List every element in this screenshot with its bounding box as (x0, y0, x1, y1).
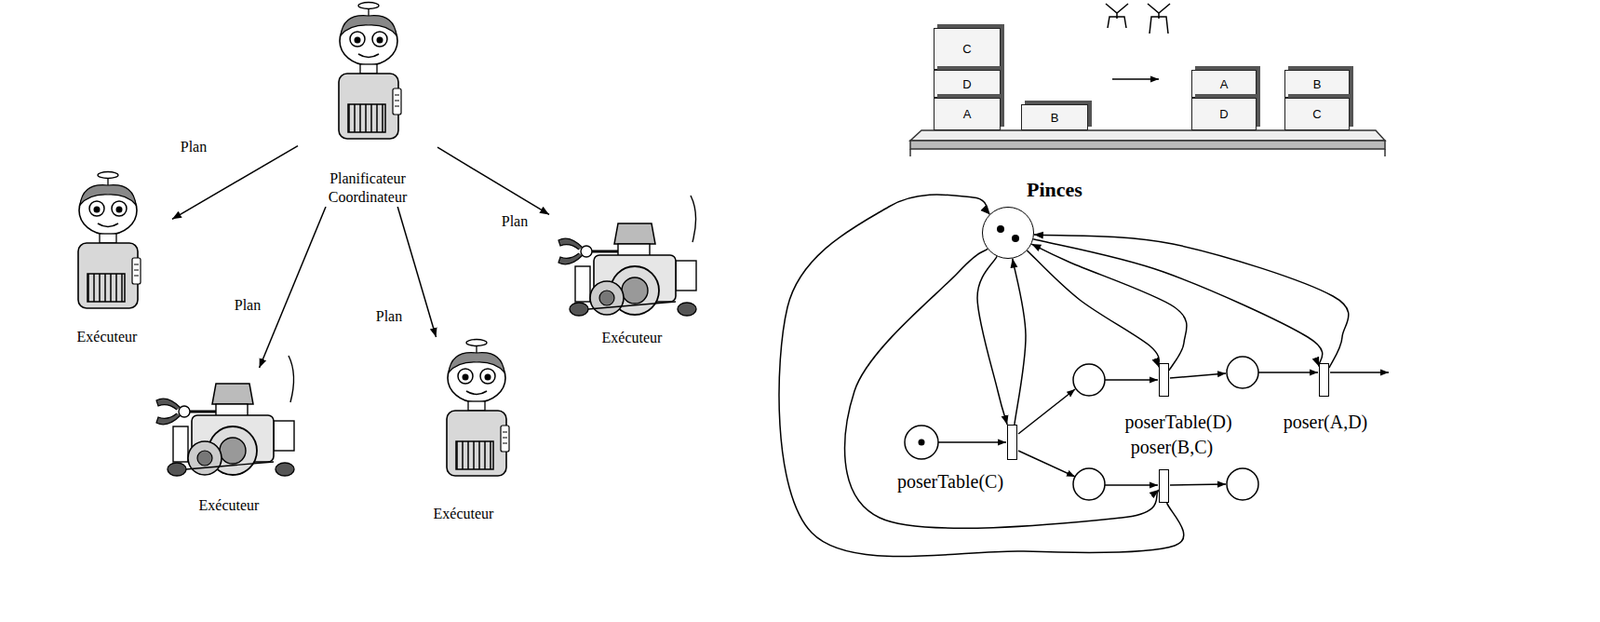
token (1011, 234, 1020, 243)
edge-label: Plan (232, 296, 263, 314)
block-letter: B (1050, 110, 1060, 125)
block-letter: D (1219, 107, 1228, 122)
petri-arc (977, 255, 1008, 425)
block-letter: B (1313, 77, 1322, 92)
petri-arc (1034, 234, 1349, 368)
robot-label: Exécuteur (431, 504, 497, 524)
token (996, 225, 1005, 233)
petri-arc (1027, 250, 1160, 367)
robot-node: Exécuteur (148, 367, 310, 515)
transition-label: poser(A,D) (1282, 411, 1370, 433)
petri-place-resource: Pinces (981, 206, 1035, 259)
executor-robot (558, 195, 697, 316)
petri-arc (845, 248, 1159, 528)
block-box: C (933, 27, 1001, 70)
robot-node: Exécuteur (41, 167, 173, 347)
grippers (1105, 3, 1170, 34)
transform-arrow (1112, 78, 1159, 81)
robot-node: Exécuteur (549, 181, 715, 348)
block-letter: A (963, 107, 972, 122)
petri-transition: poser(B,C) (1158, 469, 1170, 503)
block-letter: D (962, 77, 971, 92)
petri-transition: poserTable(D) (1158, 363, 1170, 397)
transition-label: poser(B,C) (1129, 436, 1214, 458)
petri-transition: poserTable(C) (1007, 424, 1018, 460)
planner-robot (338, 2, 402, 140)
petri-arc (1033, 239, 1323, 367)
petri-arc (779, 194, 1184, 557)
executor-robot (156, 355, 295, 476)
plan-arrow (259, 206, 326, 368)
place-label: Pinces (1025, 177, 1084, 202)
edge-label: Plan (499, 213, 530, 230)
petri-arc (1031, 243, 1187, 371)
executor-robot (78, 172, 141, 310)
petri-transition: poser(A,D) (1318, 363, 1330, 397)
robot-label: Exécuteur (197, 496, 262, 515)
edge-label: Plan (178, 138, 209, 156)
block-box: C (1284, 97, 1350, 131)
block-box: A (1191, 69, 1257, 98)
block-box: B (1284, 69, 1350, 98)
plan-arrow (437, 147, 550, 215)
robot-label: Exécuteur (75, 327, 140, 347)
transition-label: poserTable(D) (1123, 411, 1233, 433)
block-box: D (1191, 97, 1257, 131)
table (910, 130, 1385, 157)
robot-node: Planificateur Coordinateur (297, 3, 438, 207)
robot-label: Exécuteur (600, 328, 665, 348)
transition-label: poserTable(C) (896, 470, 1005, 493)
block-letter: A (1220, 77, 1229, 92)
robot-label: Planificateur Coordinateur (314, 169, 421, 207)
token (918, 439, 926, 446)
robot-node: Exécuteur (389, 336, 538, 524)
plan-arrow (172, 146, 298, 220)
edge-label: Plan (374, 308, 404, 325)
executor-robot (446, 339, 510, 477)
block-box: B (1021, 104, 1089, 131)
petri-arc (1012, 258, 1026, 425)
block-box: D (933, 69, 1001, 98)
block-letter: C (962, 41, 971, 56)
block-letter: C (1312, 107, 1321, 122)
block-box: A (933, 97, 1001, 131)
